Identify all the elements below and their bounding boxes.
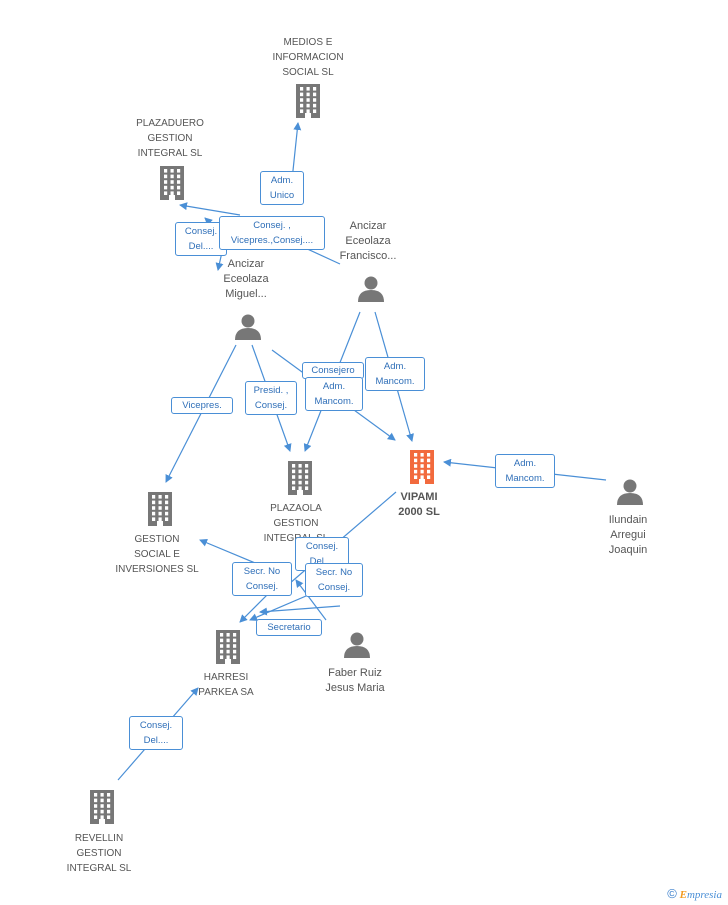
- edge-label-vicepres[interactable]: Vicepres.: [171, 397, 233, 414]
- edge-label-line: Mancom.: [375, 376, 415, 387]
- edge-label-line: Presid. ,: [253, 385, 289, 396]
- edge-line-14: [259, 605, 341, 616]
- node-label-line: SOCIAL SL: [282, 67, 334, 78]
- building-icon-vipami[interactable]: [407, 450, 437, 489]
- node-label-harresi[interactable]: HARRESI PARKEA SA: [161, 670, 291, 700]
- node-label-line: Joaquin: [608, 544, 648, 556]
- edge-label-line: Del....: [143, 735, 169, 746]
- building-icon-harresi[interactable]: [213, 630, 243, 669]
- edge-label-line: Adm.: [383, 361, 407, 372]
- edge-label-line: Consej. ,: [253, 220, 291, 231]
- edge-label-line: Consej.: [245, 581, 279, 592]
- node-label-line: GESTION: [147, 133, 193, 144]
- node-label-line: Ancizar: [227, 258, 265, 270]
- edge-line-1: [179, 202, 241, 216]
- node-label-line: Jesus Maria: [325, 682, 385, 694]
- building-icon-plazaola[interactable]: [285, 461, 315, 500]
- node-label-line: INFORMACION: [272, 52, 344, 63]
- node-label-line: PLAZAOLA: [270, 503, 322, 514]
- node-label-line: Faber Ruiz: [328, 667, 382, 679]
- node-label-line: Ilundain: [608, 514, 648, 526]
- node-label-line: GESTION: [273, 518, 319, 529]
- edge-label-line: Secr. No: [315, 567, 353, 578]
- edge-label-presid_consej[interactable]: Presid. , Consej.: [245, 381, 297, 415]
- node-label-line: Eceolaza: [345, 235, 391, 247]
- edge-label-secr_no_consej_1[interactable]: Secr. No Consej.: [232, 562, 292, 596]
- edge-label-line: Secr. No: [243, 566, 281, 577]
- edge-label-line: Unico: [269, 190, 295, 201]
- edge-label-line: Consejero: [311, 365, 355, 376]
- person-icon-ilundain[interactable]: [616, 479, 644, 510]
- edge-label-line: Vicepres.: [182, 400, 222, 411]
- node-label-line: INTEGRAL SL: [66, 863, 132, 874]
- node-label-line: Eceolaza: [223, 273, 269, 285]
- person-icon-ancizar_miguel[interactable]: [234, 314, 262, 345]
- node-label-line: GESTION: [134, 534, 180, 545]
- edge-label-secr_no_consej_2[interactable]: Secr. No Consej.: [305, 563, 363, 597]
- node-label-gestion_social[interactable]: GESTION SOCIAL E INVERSIONES SL: [92, 532, 222, 577]
- edge-label-consej_vicepres[interactable]: Consej. , Vicepres.,Consej....: [219, 216, 325, 250]
- brand-name: mpresia: [686, 889, 722, 901]
- node-label-line: 2000 SL: [398, 506, 440, 518]
- brand-initial: E: [679, 889, 687, 901]
- node-label-revellin[interactable]: REVELLIN GESTION INTEGRAL SL: [34, 831, 164, 876]
- edge-label-line: Adm.: [322, 381, 346, 392]
- edge-label-secretario[interactable]: Secretario: [256, 619, 322, 636]
- edge-label-line: Mancom.: [505, 473, 545, 484]
- edge-label-line: Consej.: [305, 541, 339, 552]
- edge-label-consej_del_1[interactable]: Consej. Del....: [175, 222, 227, 256]
- node-label-line: Ancizar: [349, 220, 387, 232]
- edge-label-line: Mancom.: [314, 396, 354, 407]
- node-label-line: PARKEA SA: [198, 687, 254, 698]
- node-label-medios[interactable]: MEDIOS E INFORMACION SOCIAL SL: [243, 35, 373, 80]
- building-icon-plazaduero[interactable]: [157, 166, 187, 205]
- edge-label-line: Consej.: [254, 400, 288, 411]
- node-label-line: PLAZADUERO: [136, 118, 204, 129]
- edge-label-adm_unico[interactable]: Adm. Unico: [260, 171, 304, 205]
- edge-label-adm_mancom_2[interactable]: Adm. Mancom.: [305, 377, 363, 411]
- node-label-line: Francisco...: [339, 250, 397, 262]
- edge-label-line: Adm.: [270, 175, 294, 186]
- person-icon-faber[interactable]: [343, 632, 371, 663]
- edge-label-line: Del....: [309, 556, 335, 567]
- node-label-line: INTEGRAL SL: [137, 148, 203, 159]
- node-label-line: SOCIAL E: [134, 549, 180, 560]
- person-icon-ancizar_francisco[interactable]: [357, 276, 385, 307]
- node-label-line: GESTION: [76, 848, 122, 859]
- node-label-line: REVELLIN: [74, 833, 124, 844]
- building-icon-revellin[interactable]: [87, 790, 117, 829]
- building-icon-medios[interactable]: [293, 84, 323, 123]
- edge-label-line: Consej.: [317, 582, 351, 593]
- building-icon-gestion_social[interactable]: [145, 492, 175, 531]
- node-label-line: HARRESI: [203, 672, 249, 683]
- node-label-line: INVERSIONES SL: [115, 564, 199, 575]
- edge-label-consej_del_3[interactable]: Consej. Del....: [129, 716, 183, 750]
- edge-line-16: [295, 579, 327, 621]
- copyright-icon: ©: [667, 886, 677, 901]
- empresia-brand[interactable]: © Empresia: [667, 886, 722, 901]
- node-label-line: Miguel...: [225, 288, 267, 300]
- node-label-line: Arregui: [610, 529, 646, 541]
- node-label-line: VIPAMI: [400, 491, 438, 503]
- edge-label-line: Vicepres.,Consej....: [230, 235, 314, 246]
- edge-line-0: [291, 122, 302, 181]
- node-label-vipami[interactable]: VIPAMI 2000 SL: [354, 490, 484, 520]
- edge-label-line: Consej.: [139, 720, 173, 731]
- edge-label-line: Secretario: [267, 622, 311, 633]
- node-label-line: MEDIOS E: [283, 37, 333, 48]
- node-label-plazaduero[interactable]: PLAZADUERO GESTION INTEGRAL SL: [105, 116, 235, 161]
- edge-label-line: Consej.: [184, 226, 218, 237]
- edge-label-line: Adm.: [513, 458, 537, 469]
- edge-label-adm_mancom_3[interactable]: Adm. Mancom.: [495, 454, 555, 488]
- edge-label-adm_mancom_1[interactable]: Adm. Mancom.: [365, 357, 425, 391]
- edge-label-line: Del....: [188, 241, 214, 252]
